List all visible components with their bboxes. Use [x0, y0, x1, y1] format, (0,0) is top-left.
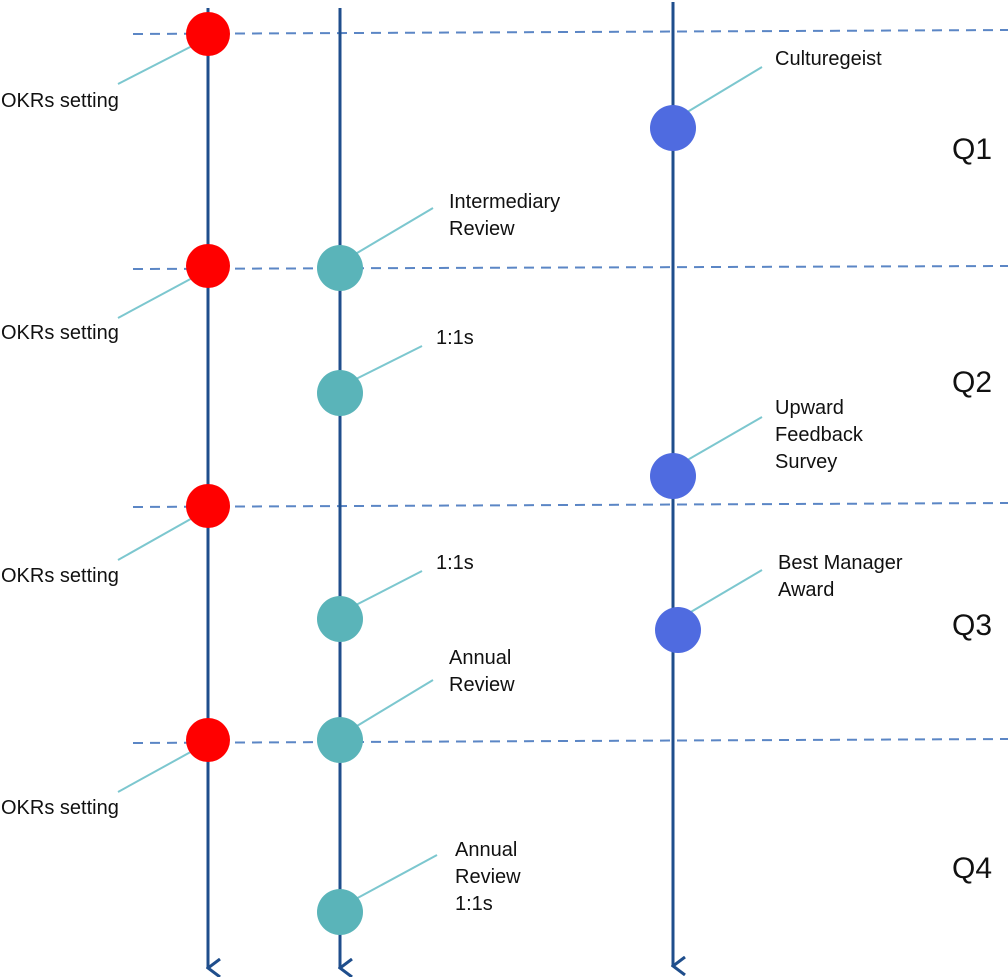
- okrs-event-marker: [186, 12, 230, 56]
- review-event-marker: [317, 370, 363, 416]
- leader-line: [351, 345, 423, 382]
- review-event-label: Annual Review 1:1s: [455, 839, 521, 915]
- okrs-event-label: OKRs setting: [1, 565, 119, 587]
- okrs-event-marker: [186, 244, 230, 288]
- quarter-label-q2: Q2: [952, 366, 993, 399]
- leader-line: [117, 43, 197, 85]
- okrs-event-marker: [186, 718, 230, 762]
- timeline-axes: [208, 2, 673, 968]
- review-event-label: Intermediary Review: [449, 191, 561, 240]
- culture-event-label: Best Manager Award: [778, 552, 903, 601]
- review-event-label: 1:1s: [436, 327, 474, 349]
- leader-line: [351, 679, 434, 730]
- review-events: [317, 245, 363, 935]
- culture-event-marker: [655, 607, 701, 653]
- review-event-label: 1:1s: [436, 552, 474, 574]
- leader-line: [117, 275, 197, 319]
- leader-line: [117, 748, 197, 793]
- leader-line: [683, 416, 763, 463]
- quarter-divider: [132, 29, 1008, 35]
- leader-line: [683, 66, 763, 115]
- quarter-dividers: [132, 29, 1008, 744]
- quarter-label-q3: Q3: [952, 609, 993, 642]
- okrs-event-marker: [186, 484, 230, 528]
- quarter-label-q1: Q1: [952, 133, 993, 166]
- leader-line: [683, 569, 763, 617]
- culture-event-label: Upward Feedback Survey: [775, 397, 863, 473]
- culture-event-label: Culturegeist: [775, 48, 882, 70]
- review-event-marker: [317, 889, 363, 935]
- okrs-events: [186, 12, 230, 762]
- culture-event-marker: [650, 105, 696, 151]
- culture-event-marker: [650, 453, 696, 499]
- review-event-marker: [317, 717, 363, 763]
- quarter-divider: [132, 265, 1008, 270]
- quarter-label-q4: Q4: [952, 852, 993, 885]
- quarter-divider: [132, 738, 1008, 744]
- leader-line: [117, 515, 197, 561]
- okrs-event-label: OKRs setting: [1, 322, 119, 344]
- leader-line: [351, 570, 423, 608]
- quarter-divider: [132, 502, 1008, 508]
- leader-line: [351, 854, 438, 902]
- culture-events: [650, 105, 701, 653]
- leader-line: [351, 207, 434, 257]
- leader-lines: [117, 43, 763, 902]
- review-event-marker: [317, 596, 363, 642]
- review-event-marker: [317, 245, 363, 291]
- review-event-label: Annual Review: [449, 647, 515, 696]
- okrs-event-label: OKRs setting: [1, 90, 119, 112]
- okrs-event-label: OKRs setting: [1, 797, 119, 819]
